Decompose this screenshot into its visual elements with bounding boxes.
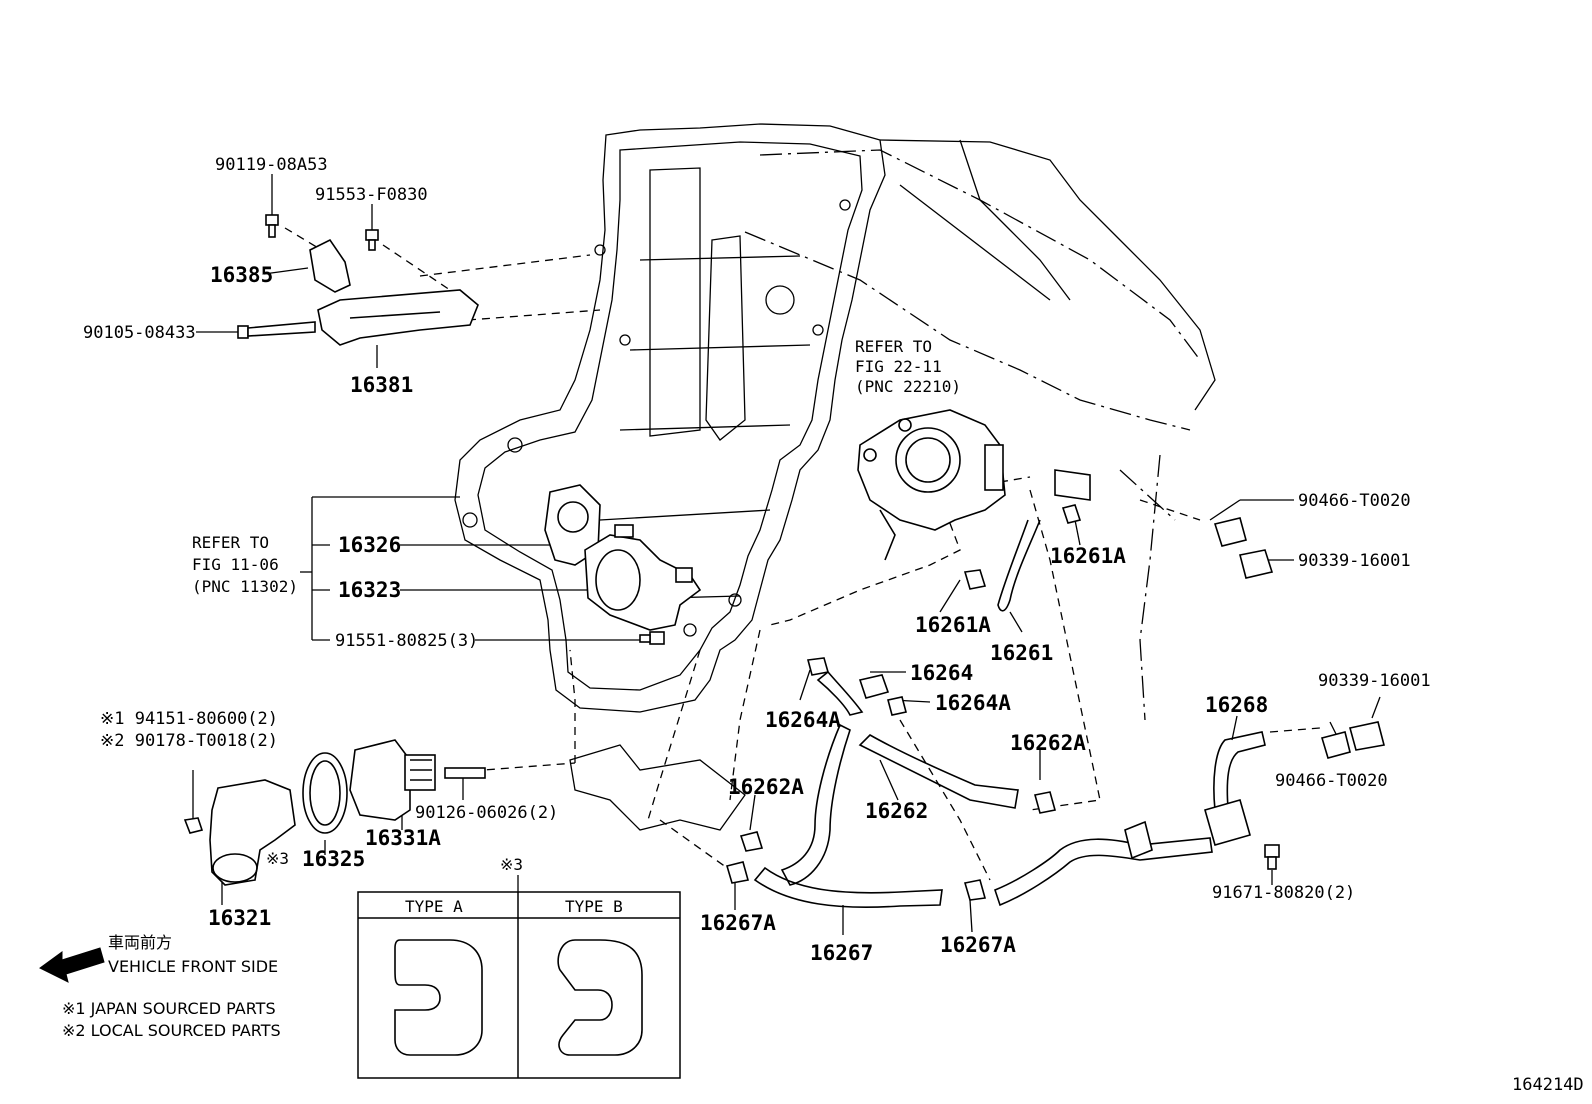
water-outlet-16323	[584, 534, 702, 631]
stud-90126	[444, 767, 486, 779]
callout-90105-08433: 90105-08433	[83, 323, 196, 343]
clip-16261A-top	[1061, 504, 1082, 524]
callout-16264A-right: 16264A	[935, 691, 1011, 715]
legend: 車両前方 VEHICLE FRONT SIDE ※1 JAPAN SOURCED…	[62, 933, 281, 1040]
hose-connector-top	[1054, 469, 1091, 501]
callout-91671-80820: 91671-80820(2)	[1212, 883, 1355, 903]
callout-94151-80600: ※1 94151-80600(2)	[100, 709, 278, 729]
callout-90126-06026: 90126-06026(2)	[415, 803, 558, 823]
callout-mark-3: ※3	[266, 849, 289, 868]
callout-16261A-mid: 16261A	[915, 613, 991, 637]
bypass-pipe	[994, 837, 1213, 907]
legend-note-japan: ※1 JAPAN SOURCED PARTS	[62, 999, 276, 1018]
bolt-91671	[1264, 844, 1280, 870]
water-inlet-16321	[209, 779, 296, 886]
hose-16267	[753, 866, 943, 908]
callout-16323: 16323	[338, 578, 401, 602]
connector-16264	[858, 674, 890, 699]
callout-90339-16001-top: 90339-16001	[1298, 551, 1411, 571]
vehicle-front-arrow-icon	[39, 947, 105, 983]
callout-16262: 16262	[865, 799, 928, 823]
callouts: 90119-08A53 91553-F0830 16385 90105-0843…	[83, 155, 1431, 965]
callout-16385: 16385	[210, 263, 273, 287]
callout-16261A-top: 16261A	[1050, 544, 1126, 568]
callout-90466-T0020-top: 90466-T0020	[1298, 491, 1411, 511]
cap-90339-top	[1239, 549, 1274, 579]
bolt-90119	[265, 214, 279, 238]
callout-90178-T0018: ※2 90178-T0018(2)	[100, 731, 278, 751]
type-table: ※3 TYPE A TYPE B	[357, 855, 681, 1079]
clip-16267A-left	[725, 861, 750, 884]
pnc-11302: (PNC 11302)	[192, 577, 298, 596]
type-table-marker: ※3	[500, 855, 523, 874]
callout-16326: 16326	[338, 533, 401, 557]
clip-16262A-right	[1033, 791, 1057, 814]
callout-16331A: 16331A	[365, 826, 441, 850]
callout-16262A-left: 16262A	[728, 775, 804, 799]
pipe-16268	[1213, 731, 1266, 811]
bolt-94151	[183, 817, 204, 834]
refer-to-fig-11-06: REFER TO	[192, 533, 269, 552]
gasket-type-b-icon	[557, 939, 643, 1056]
callout-16381: 16381	[350, 373, 413, 397]
callout-16264A-left: 16264A	[765, 708, 841, 732]
clip-16267A-right	[963, 879, 987, 901]
gasket-type-a-icon	[394, 939, 483, 1056]
bracket-16385	[309, 238, 351, 293]
clip-16261A-mid	[963, 569, 987, 590]
callout-16268: 16268	[1205, 693, 1268, 717]
callout-16267: 16267	[810, 941, 873, 965]
thermostat-16331A	[349, 739, 436, 821]
type-a-label: TYPE A	[405, 897, 463, 916]
bolt-91553	[365, 229, 379, 251]
bracket-16381	[317, 289, 479, 346]
hose-16261	[997, 519, 1041, 612]
callout-16264: 16264	[910, 661, 973, 685]
fig-22-11: FIG 22-11	[855, 357, 942, 376]
pipe-bracket	[1124, 820, 1153, 860]
refer-to-fig-22-11: REFER TO	[855, 337, 932, 356]
bolt-90105	[237, 321, 316, 339]
legend-note-local: ※2 LOCAL SOURCED PARTS	[62, 1021, 281, 1040]
callout-16321: 16321	[208, 906, 271, 930]
clip-16262A-left	[739, 831, 764, 852]
part-shapes	[183, 214, 1385, 908]
hose-16264	[816, 670, 864, 716]
pnc-22210: (PNC 22210)	[855, 377, 961, 396]
hose-16262	[780, 723, 851, 886]
callout-16267A-left: 16267A	[700, 911, 776, 935]
leader-lines	[192, 174, 1381, 935]
bolt-91551	[639, 631, 665, 645]
callout-91553-F0830: 91553-F0830	[315, 185, 428, 205]
figure-id: 164214D	[1512, 1075, 1584, 1095]
callout-16267A-right: 16267A	[940, 933, 1016, 957]
clip-16264A-right	[887, 696, 907, 716]
callout-16325: 16325	[302, 847, 365, 871]
clamp-90466-bottom	[1320, 731, 1351, 759]
type-b-label: TYPE B	[565, 897, 623, 916]
callout-90119-08A53: 90119-08A53	[215, 155, 328, 175]
pipe-flange	[1204, 799, 1251, 846]
fig-11-06: FIG 11-06	[192, 555, 279, 574]
cap-90339-bottom	[1349, 721, 1385, 751]
throttle-body	[857, 409, 1006, 561]
legend-front-en: VEHICLE FRONT SIDE	[108, 957, 278, 976]
clip-16264A-left	[806, 657, 830, 676]
legend-front-jp: 車両前方	[108, 933, 172, 952]
callout-16262A-right: 16262A	[1010, 731, 1086, 755]
callout-90339-16001-bottom: 90339-16001	[1318, 671, 1431, 691]
callout-91551-80825: 91551-80825(3)	[335, 631, 478, 651]
engine-block-outline	[454, 123, 1216, 831]
clamp-90466-top	[1213, 517, 1247, 547]
callout-16261: 16261	[990, 641, 1053, 665]
callout-90466-T0020-bottom: 90466-T0020	[1275, 771, 1388, 791]
